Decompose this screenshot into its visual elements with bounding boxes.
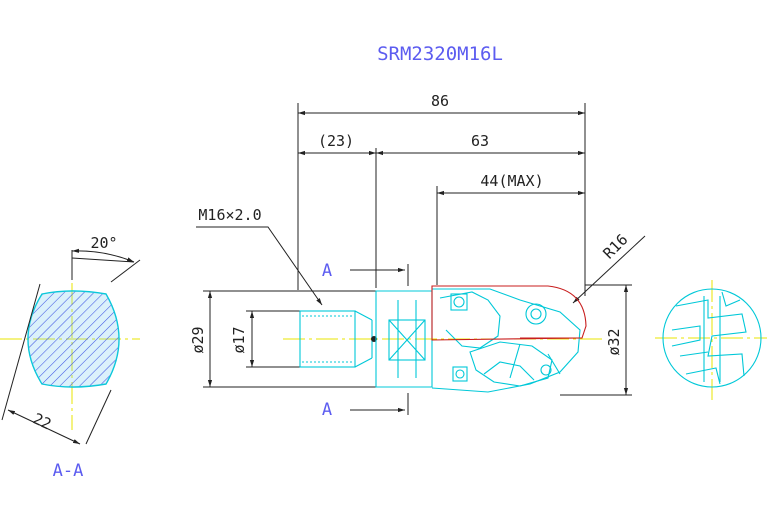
dim-dia-32: ø32	[605, 328, 623, 355]
dim-max-depth: 44(MAX)	[480, 172, 543, 190]
dim-dia-29: ø29	[189, 326, 207, 353]
cut-marker-top: A	[322, 261, 332, 281]
section-label: A-A	[53, 461, 84, 481]
cut-marker-bottom: A	[322, 400, 332, 420]
dimension-lines	[196, 103, 646, 396]
dim-body-length: 63	[471, 132, 489, 150]
tool-end-view	[655, 280, 767, 400]
dim-radius: R16	[600, 231, 632, 263]
dim-dia-17: ø17	[230, 326, 248, 353]
dim-shank-length: (23)	[318, 132, 354, 150]
dim-thread: M16×2.0	[198, 206, 261, 224]
dim-overall-length: 86	[431, 92, 449, 110]
tool-side-view	[283, 285, 605, 393]
cut-plane-markers	[350, 264, 409, 415]
dim-flat: 22	[30, 409, 54, 433]
section-a-a-view	[0, 248, 141, 445]
drawing-title: SRM2320M16L	[377, 43, 503, 65]
dim-angle: 20°	[90, 234, 117, 252]
